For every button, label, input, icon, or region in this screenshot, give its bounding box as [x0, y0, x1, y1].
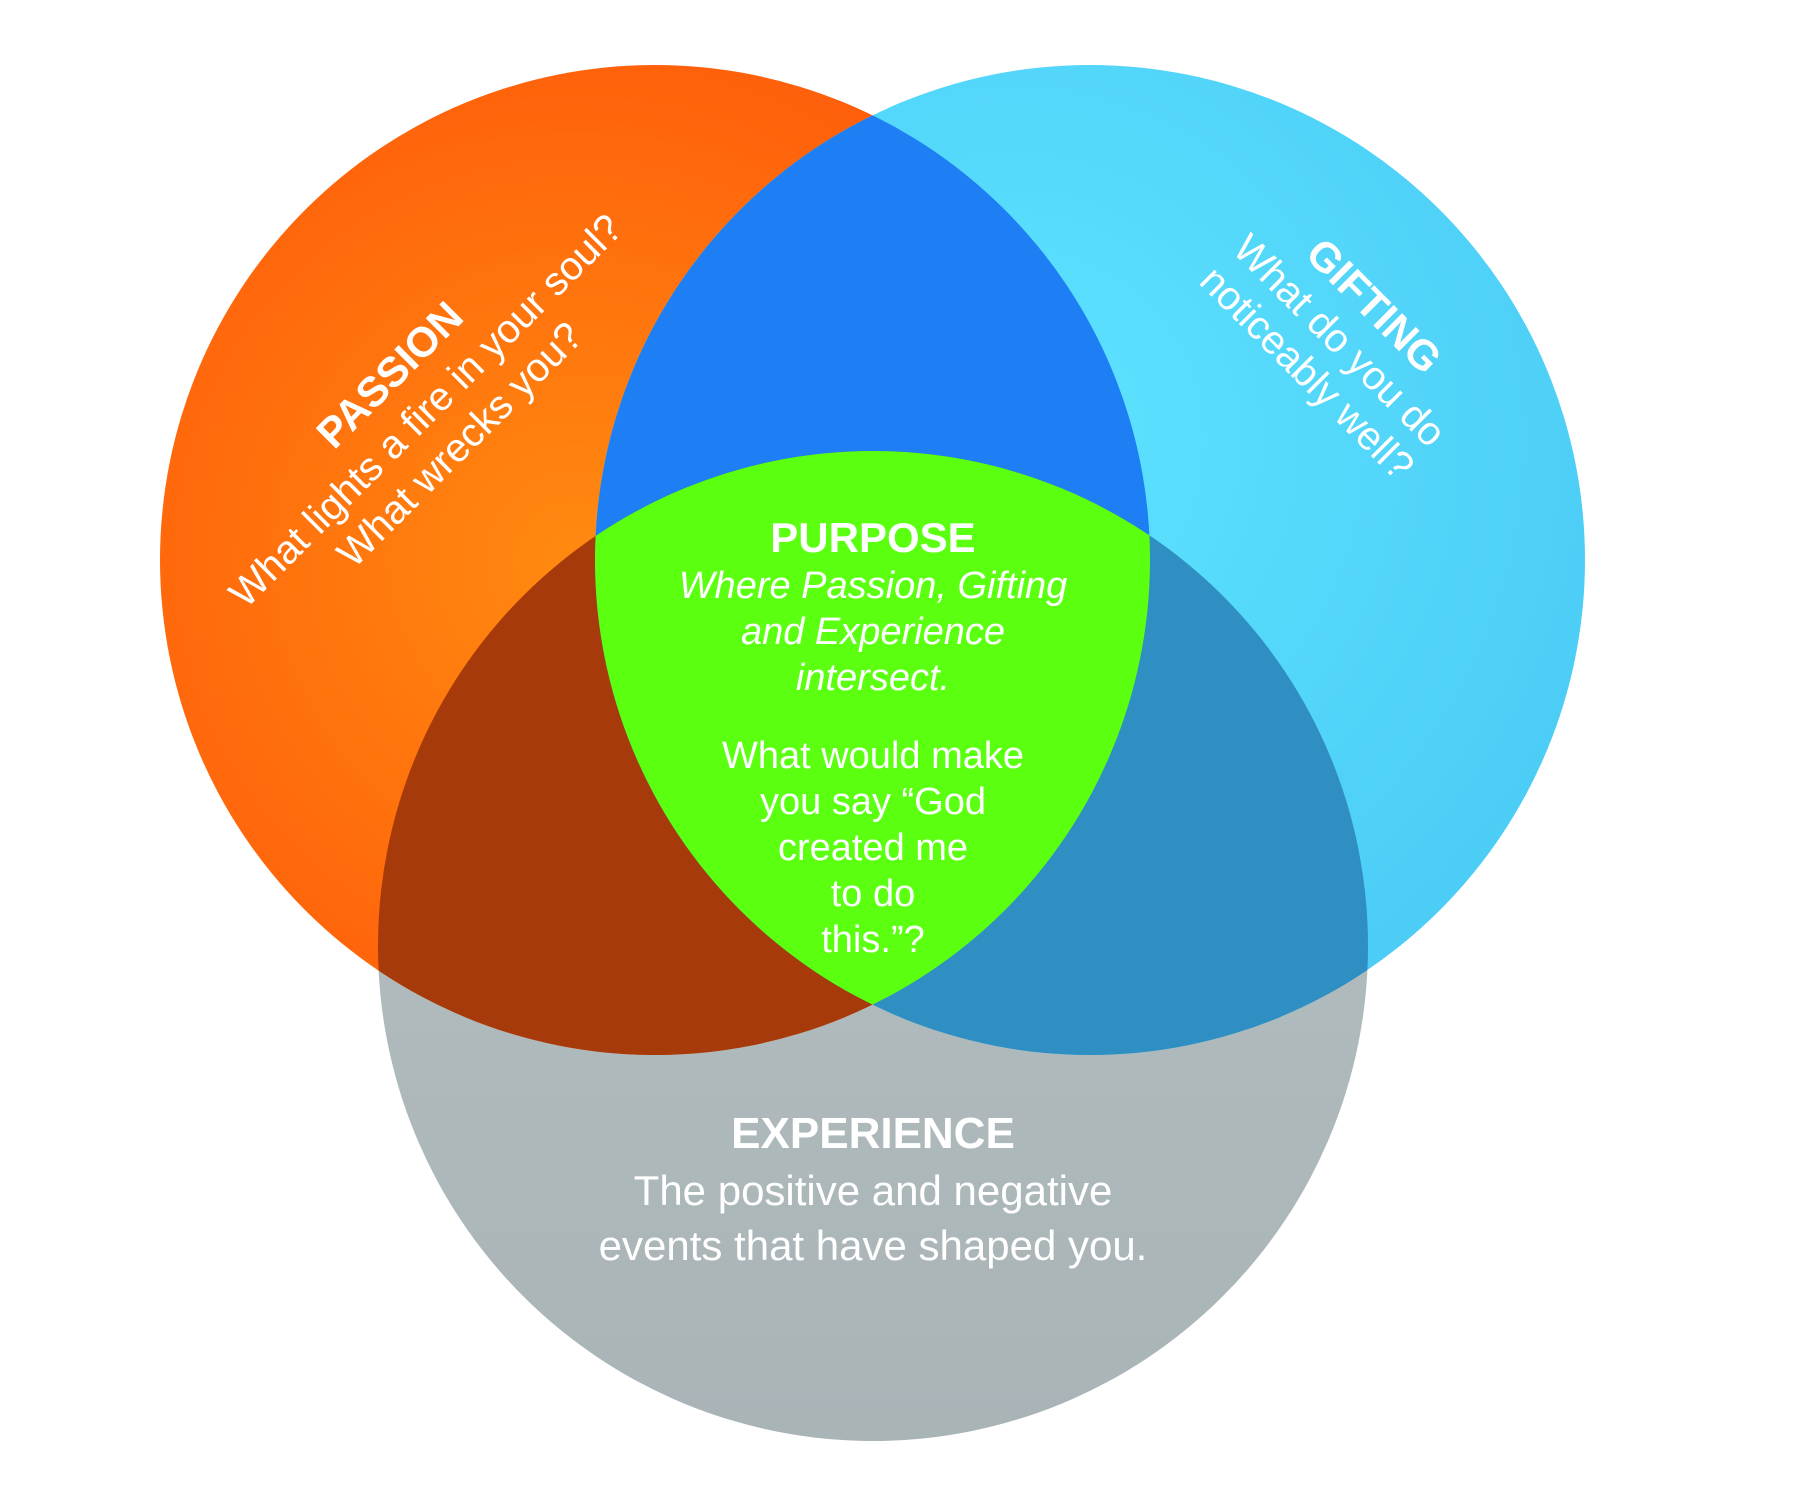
purpose-question-2: you say “God [760, 781, 986, 823]
experience-label-group: EXPERIENCE The positive and negative eve… [599, 1109, 1148, 1269]
purpose-subtitle-1: Where Passion, Gifting [679, 565, 1068, 607]
purpose-title: PURPOSE [770, 514, 975, 561]
purpose-question-3: created me [778, 827, 968, 869]
experience-title: EXPERIENCE [731, 1109, 1015, 1158]
purpose-question-5: this.”? [821, 919, 924, 961]
purpose-subtitle-3: intersect. [796, 657, 950, 699]
purpose-question-4: to do [831, 873, 916, 915]
experience-description-1: The positive and negative [634, 1167, 1113, 1214]
purpose-question-1: What would make [722, 735, 1024, 777]
purpose-subtitle-2: and Experience [741, 611, 1005, 653]
purpose-label-group: PURPOSE Where Passion, Gifting and Exper… [679, 514, 1068, 961]
purpose-center-region [595, 451, 1150, 1055]
experience-description-2: events that have shaped you. [599, 1222, 1148, 1269]
